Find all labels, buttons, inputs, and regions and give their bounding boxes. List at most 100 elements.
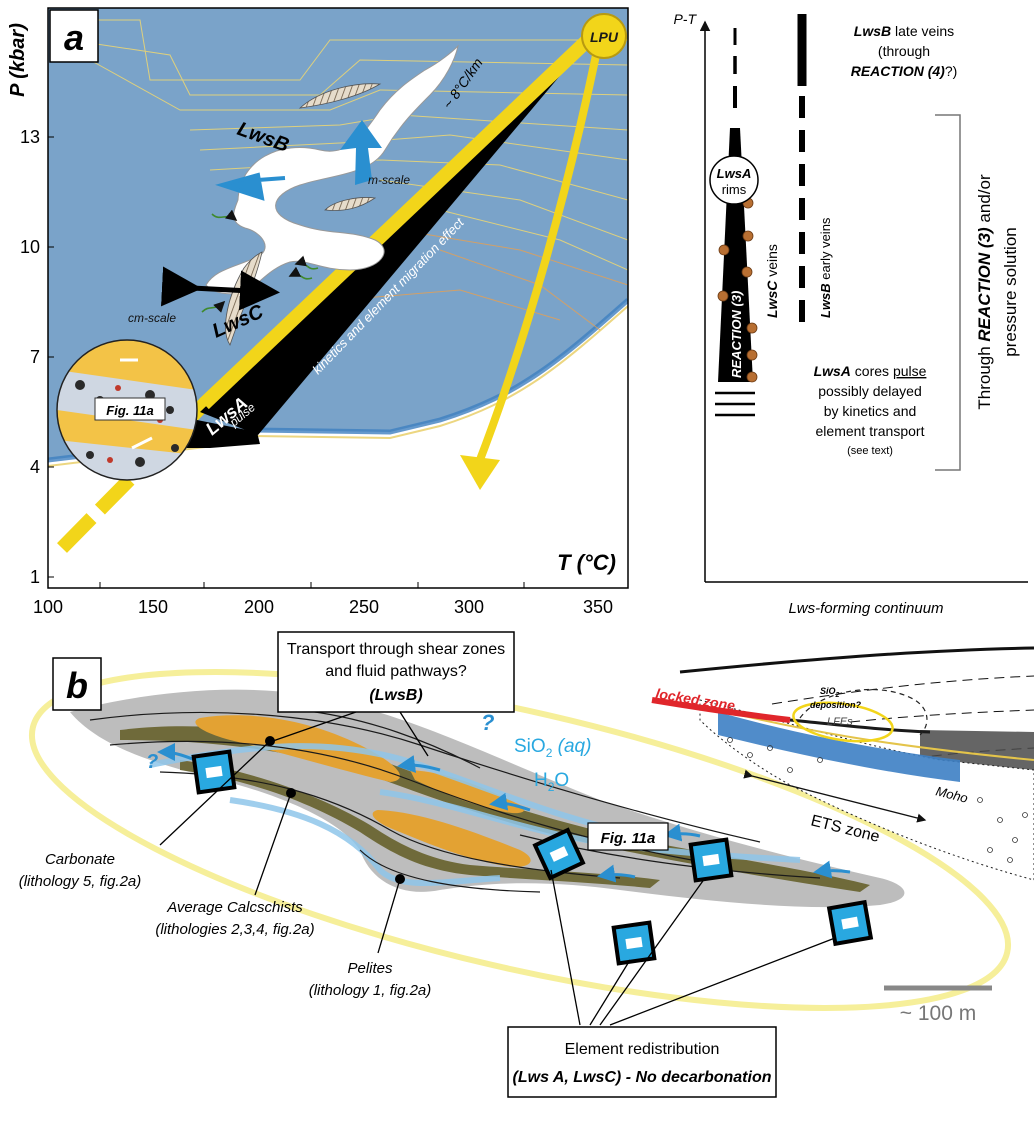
sio2-deposition-label-1: SiO2 bbox=[820, 686, 840, 699]
reaction3-label: REACTION (3) bbox=[729, 291, 744, 378]
bracket bbox=[935, 114, 961, 471]
lwsb-late-line2: (through bbox=[878, 43, 930, 59]
lwsa-cores-1: LwsA bbox=[814, 363, 851, 379]
reaction3-wedge bbox=[718, 128, 753, 382]
through-2: REACTION (3) bbox=[975, 227, 994, 342]
sio2-deposition-label-2: deposition? bbox=[810, 700, 861, 710]
lwsb-early-2: early veins bbox=[818, 217, 833, 283]
through-3: and/or bbox=[975, 174, 994, 227]
h2o-h: H bbox=[534, 770, 548, 791]
carbonate-label-1: Carbonate bbox=[45, 851, 115, 868]
lwsa-cores-line5: (see text) bbox=[847, 445, 893, 457]
element-line2: (Lws A, LwsC) - No decarbonation bbox=[513, 1069, 772, 1086]
lwsb-late-4: REACTION (4) bbox=[851, 63, 945, 79]
pelites-label-2: (lithology 1, fig.2a) bbox=[309, 982, 432, 999]
element-line1: Element redistribution bbox=[565, 1041, 720, 1058]
blue-arrow-2 bbox=[340, 120, 382, 185]
panel-a: LPU bbox=[7, 7, 629, 617]
calcschists-label-1: Average Calcschists bbox=[166, 899, 303, 916]
y-tick-7: 7 bbox=[30, 347, 40, 367]
lwsa-cores-3: pulse bbox=[893, 363, 927, 379]
question-mark-2: ? bbox=[481, 710, 494, 735]
sio2-aq: (aq) bbox=[552, 736, 591, 757]
x-tick-150: 150 bbox=[138, 597, 168, 617]
lwsb-late-line1: LwsB late veins bbox=[854, 23, 954, 39]
y-axis-label: P (kbar) bbox=[7, 23, 29, 97]
blue-arrow-1 bbox=[215, 172, 286, 201]
lwsa-cores-line1: LwsA cores pulse bbox=[814, 363, 927, 379]
y-tick-1: 1 bbox=[30, 567, 40, 587]
lwsa-cores-line3: by kinetics and bbox=[824, 403, 917, 419]
hatched-vein-1 bbox=[298, 83, 382, 109]
lwsb-early-1: LwsB bbox=[818, 283, 833, 318]
double-arrow bbox=[161, 266, 280, 311]
lwsa-rims-label-1: LwsA bbox=[717, 166, 752, 181]
x-tick-300: 300 bbox=[454, 597, 484, 617]
y-tick-10: 10 bbox=[20, 237, 40, 257]
lwsb-late-1: LwsB bbox=[854, 23, 891, 39]
transport-line1: Transport through shear zones bbox=[287, 641, 505, 658]
h2o-o: O bbox=[554, 770, 569, 791]
carbonate-lens-2 bbox=[372, 810, 531, 867]
pt-axis-label: P-T bbox=[673, 11, 697, 27]
lwsb-late-2: late veins bbox=[891, 23, 954, 39]
sio2-dep-sub: 2 bbox=[835, 692, 840, 699]
pelites-label-1: Pelites bbox=[347, 960, 393, 977]
carbonate-label-2: (lithology 5, fig.2a) bbox=[19, 873, 142, 890]
lpu-label: LPU bbox=[590, 29, 619, 45]
lfes-label: LFEs bbox=[827, 716, 853, 728]
lwsb-early-label: LwsB early veins bbox=[818, 217, 833, 318]
x-tick-250: 250 bbox=[349, 597, 379, 617]
through-1: Through bbox=[975, 342, 994, 410]
lwsc-veins-label: LwsC veins bbox=[764, 244, 780, 318]
lwsa-cores-line2: possibly delayed bbox=[818, 383, 922, 399]
retrograde-path bbox=[474, 45, 602, 467]
h2o-label: H2O bbox=[534, 770, 569, 794]
x-tick-350: 350 bbox=[583, 597, 613, 617]
h2o-sub: 2 bbox=[548, 780, 555, 794]
x-ticks bbox=[99, 582, 525, 588]
hatched-vein-2 bbox=[324, 197, 377, 211]
lwsa-pulse-wedge bbox=[180, 420, 260, 448]
lfes-ellipse bbox=[792, 701, 894, 743]
x-tick-200: 200 bbox=[244, 597, 274, 617]
panel-b: b Transport through shear zones and flui… bbox=[19, 631, 1034, 1098]
field-boundary bbox=[48, 298, 628, 463]
ets-arrow bbox=[743, 769, 927, 823]
locked-zone-line bbox=[651, 697, 791, 723]
transport-line3: (LwsB) bbox=[369, 687, 422, 704]
lwsc-veins-2: veins bbox=[764, 244, 780, 281]
pt-x-label: Lws-forming continuum bbox=[788, 600, 943, 617]
subduction-inset: locked zone SiO2 deposition? LFEs ETS zo… bbox=[651, 646, 1034, 881]
lwsc-veins-1: LwsC bbox=[764, 280, 780, 318]
calcschists-label-2: (lithologies 2,3,4, fig.2a) bbox=[155, 921, 314, 938]
cm-scale-label: cm-scale bbox=[128, 311, 176, 325]
fig11a-ref: Fig. 11a bbox=[601, 830, 656, 847]
x-axis-label: T (°C) bbox=[557, 550, 616, 575]
lwsb-late-5: ?) bbox=[945, 63, 957, 79]
scale-label: ~ 100 m bbox=[900, 1002, 976, 1025]
sio2-label: SiO2 (aq) bbox=[514, 736, 591, 760]
element-box bbox=[507, 1026, 777, 1098]
sio2-sub: 2 bbox=[546, 746, 553, 760]
lwsa-rims-label-2: rims bbox=[722, 182, 747, 197]
prograde-path bbox=[199, 30, 597, 410]
panel-a-label-box bbox=[49, 9, 99, 63]
panel-a-label: a bbox=[64, 17, 84, 58]
yellow-ellipse bbox=[28, 669, 1012, 1011]
through-line1: Through REACTION (3) and/or bbox=[975, 174, 994, 410]
fig11a-ref-box bbox=[587, 822, 669, 851]
panel-b-label: b bbox=[66, 665, 88, 706]
y-tick-13: 13 bbox=[20, 127, 40, 147]
fig11a-inset: Fig. 11a bbox=[56, 339, 198, 481]
lwsa-rims-circle bbox=[709, 155, 759, 205]
sample-markers bbox=[191, 749, 874, 966]
sio2-dep-text: SiO bbox=[820, 686, 836, 696]
m-scale-label: m-scale bbox=[368, 173, 410, 187]
panel-a-frame bbox=[47, 7, 629, 589]
transport-box bbox=[277, 631, 515, 713]
cyan-arrows bbox=[157, 743, 851, 883]
green-arrows bbox=[201, 209, 319, 313]
lwsa-cores-2: cores bbox=[851, 363, 893, 379]
